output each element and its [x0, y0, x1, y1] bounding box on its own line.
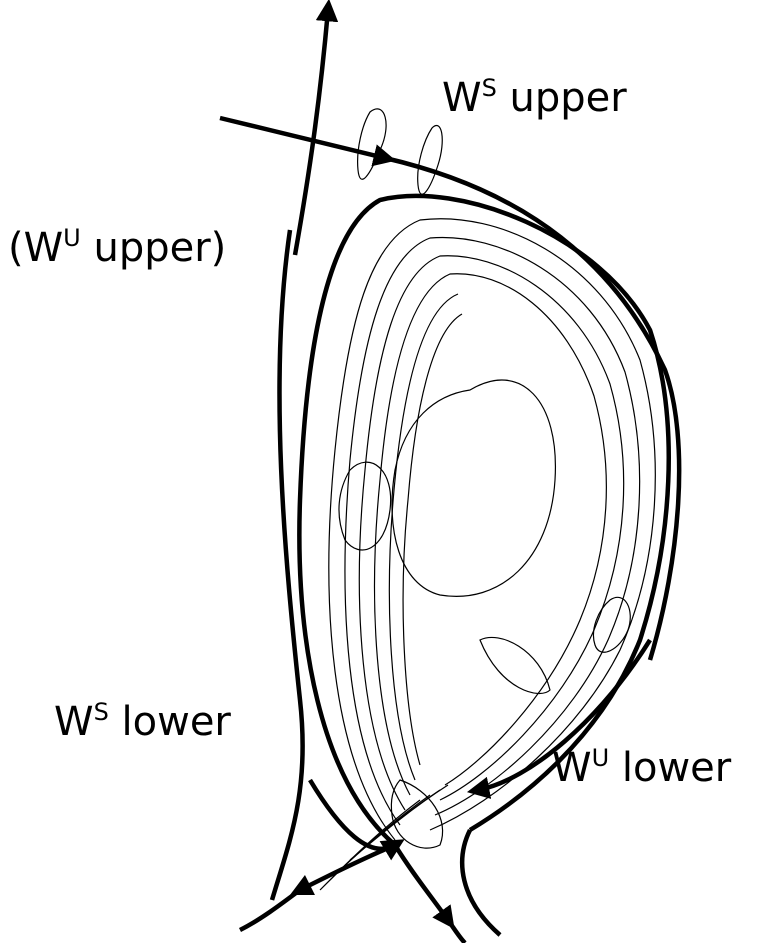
island-upper-2: [418, 126, 443, 195]
island-right: [593, 597, 630, 652]
flux-surface-4: [375, 274, 607, 795]
divertor-lobe: [391, 780, 442, 848]
label-wu-upper: (WU upper): [8, 228, 226, 268]
label-ws-lower: WS lower: [54, 702, 231, 742]
lower-left-leg: [300, 845, 395, 890]
lower-left-leg-outer: [240, 890, 300, 930]
divertor-fan-3: [340, 790, 440, 870]
separatrix: [220, 10, 679, 943]
wu-upper-manifold: [295, 10, 328, 255]
lower-right-leg-outer: [448, 920, 465, 943]
island-upper-1: [358, 109, 386, 179]
magnetic-axis-surface: [392, 380, 555, 596]
ws-upper-to-core: [385, 158, 679, 660]
flux-surface-6: [403, 314, 462, 765]
label-wu-lower: WU lower: [552, 748, 731, 788]
flux-surface-5: [389, 294, 458, 780]
label-ws-upper: WS upper: [442, 78, 627, 118]
right-divertor-leg: [462, 830, 500, 935]
island-lower: [480, 637, 550, 693]
flux-surface-3: [359, 256, 623, 810]
lower-right-leg: [395, 845, 448, 920]
